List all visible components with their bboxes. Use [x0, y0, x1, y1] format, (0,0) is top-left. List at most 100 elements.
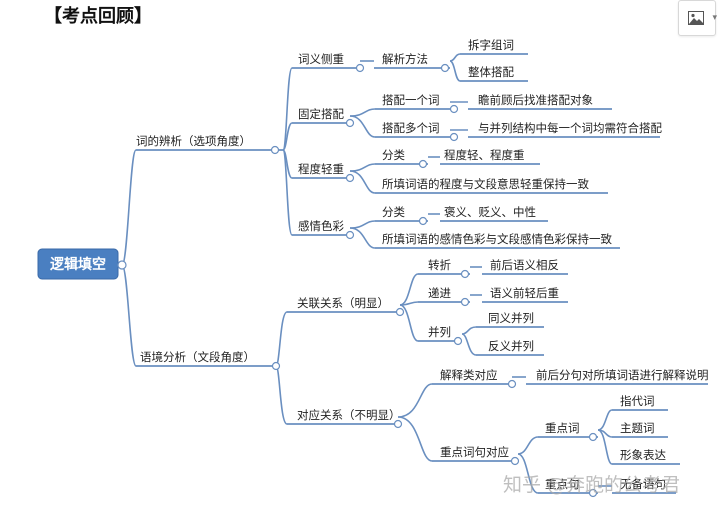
- node-label: 所填词语的程度与文段意思轻重保持一致: [382, 177, 589, 191]
- collapse-toggle[interactable]: [345, 118, 355, 128]
- node-b2-1-1-1[interactable]: 前后语义相反: [482, 258, 568, 275]
- collapse-toggle[interactable]: [355, 63, 365, 73]
- node-b2-2-2[interactable]: 重点词句对应: [432, 445, 520, 466]
- node-b2-2-2-1[interactable]: 重点词: [538, 421, 598, 442]
- node-label: 搭配一个词: [382, 93, 440, 107]
- node-label: 转折: [428, 258, 451, 272]
- node-b1-3-2[interactable]: 所填词语的程度与文段意思轻重保持一致: [375, 177, 608, 194]
- node-label: 分类: [382, 205, 405, 219]
- node-b1-3[interactable]: 程度轻重: [292, 162, 355, 183]
- collapse-toggle[interactable]: [117, 260, 127, 270]
- collapse-toggle[interactable]: [418, 216, 428, 226]
- node-b2-2-2-2[interactable]: 重点句: [538, 477, 598, 498]
- collapse-toggle[interactable]: [510, 456, 520, 466]
- collapse-toggle[interactable]: [393, 419, 403, 429]
- node-b1-4-1[interactable]: 分类: [375, 205, 428, 226]
- collapse-toggle[interactable]: [449, 132, 459, 142]
- node-b2-1-3-1[interactable]: 同义并列: [476, 311, 544, 328]
- node-label: 对应关系（不明显）: [297, 408, 401, 422]
- collapse-toggle[interactable]: [440, 63, 450, 73]
- page-title: 【考点回顾】: [44, 6, 152, 27]
- node-label: 主题词: [620, 421, 655, 435]
- node-label: 重点词句对应: [440, 445, 509, 459]
- node-b1-2-2[interactable]: 搭配多个词: [375, 121, 459, 142]
- collapse-toggle[interactable]: [588, 432, 598, 442]
- node-label: 前后语义相反: [490, 258, 559, 272]
- image-button[interactable]: ▾: [678, 0, 717, 36]
- node-b1-4-2[interactable]: 所填词语的感情色彩与文段感情色彩保持一致: [375, 232, 620, 249]
- node-label: 并列: [428, 325, 451, 339]
- node-label: 所填词语的感情色彩与文段感情色彩保持一致: [382, 232, 612, 246]
- collapse-toggle[interactable]: [460, 269, 470, 279]
- root-node[interactable]: 逻辑填空: [37, 248, 127, 280]
- node-label: 指代词: [620, 394, 655, 408]
- node-b1-1-1-1[interactable]: 拆字组词: [460, 38, 528, 55]
- node-label: 整体搭配: [468, 65, 514, 79]
- node-label: 拆字组词: [468, 38, 514, 52]
- node-b2-2-2-1-1[interactable]: 指代词: [612, 394, 668, 411]
- node-label: 无备语句: [620, 477, 666, 491]
- node-b2-1[interactable]: 关联关系（明显）: [287, 296, 405, 317]
- node-label: 前后分句对所填词语进行解释说明: [536, 368, 709, 382]
- node-label: 同义并列: [488, 311, 534, 325]
- chevron-down-icon[interactable]: ▾: [712, 13, 717, 23]
- node-b1-2-2-1[interactable]: 与并列结构中每一个词均需符合搭配: [468, 121, 662, 138]
- node-label: 重点句: [545, 477, 580, 491]
- node-b2-2-2-1-2[interactable]: 主题词: [612, 421, 668, 438]
- node-b1-3-1[interactable]: 分类: [375, 148, 428, 169]
- collapse-toggle[interactable]: [345, 173, 355, 183]
- node-label: 关联关系（明显）: [297, 296, 389, 310]
- node-label: 搭配多个词: [382, 121, 440, 135]
- node-b2[interactable]: 语境分析（文段角度）: [136, 350, 281, 371]
- collapse-toggle[interactable]: [270, 145, 280, 155]
- node-label: 瞻前顾后找准搭配对象: [478, 93, 593, 107]
- node-b1-2[interactable]: 固定搭配: [292, 107, 355, 128]
- node-b2-2-1[interactable]: 解释类对应: [432, 368, 517, 389]
- node-b1-1[interactable]: 词义侧重: [292, 52, 365, 73]
- node-label: 重点词: [545, 421, 580, 435]
- node-b2-1-3[interactable]: 并列: [418, 325, 463, 346]
- node-label: 解释类对应: [440, 368, 498, 382]
- collapse-toggle[interactable]: [395, 307, 405, 317]
- node-b1-2-1[interactable]: 搭配一个词: [375, 93, 459, 114]
- node-b1-1-1-2[interactable]: 整体搭配: [460, 65, 528, 82]
- node-b2-2[interactable]: 对应关系（不明显）: [287, 408, 403, 429]
- node-b1-1-1[interactable]: 解析方法: [374, 52, 450, 73]
- node-label: 反义并列: [488, 339, 534, 353]
- node-label: 褒义、贬义、中性: [444, 205, 536, 219]
- node-label: 程度轻、程度重: [444, 148, 525, 162]
- node-b2-2-1-1[interactable]: 前后分句对所填词语进行解释说明: [526, 368, 709, 385]
- node-b1-3-1-1[interactable]: 程度轻、程度重: [440, 148, 540, 165]
- node-label: 递进: [428, 286, 451, 300]
- collapse-toggle[interactable]: [588, 488, 598, 498]
- node-label: 语义前轻后重: [490, 286, 559, 300]
- node-label: 形象表达: [620, 448, 666, 462]
- node-label: 固定搭配: [298, 107, 344, 121]
- node-b1-4[interactable]: 感情色彩: [292, 219, 355, 240]
- root-label: 逻辑填空: [50, 256, 106, 273]
- collapse-toggle[interactable]: [418, 159, 428, 169]
- collapse-toggle[interactable]: [271, 361, 281, 371]
- node-label: 词的辨析（选项角度）: [136, 134, 251, 148]
- collapse-toggle[interactable]: [345, 230, 355, 240]
- node-b1-2-1-1[interactable]: 瞻前顾后找准搭配对象: [468, 93, 612, 110]
- node-b1[interactable]: 词的辨析（选项角度）: [136, 134, 283, 155]
- node-label: 语境分析（文段角度）: [140, 350, 255, 364]
- node-b2-2-2-2-1[interactable]: 无备语句: [612, 477, 676, 494]
- node-label: 词义侧重: [298, 52, 344, 66]
- node-b2-1-3-2[interactable]: 反义并列: [476, 339, 544, 356]
- node-b2-2-2-1-3[interactable]: 形象表达: [612, 448, 680, 465]
- image-icon: [688, 11, 704, 25]
- node-b2-1-2-1[interactable]: 语义前轻后重: [482, 286, 568, 303]
- collapse-toggle[interactable]: [453, 336, 463, 346]
- watermark: 知乎 @奔跑的公考君: [503, 474, 681, 496]
- collapse-toggle[interactable]: [460, 297, 470, 307]
- node-b2-1-2[interactable]: 递进: [418, 286, 470, 307]
- collapse-toggle[interactable]: [507, 379, 517, 389]
- node-label: 程度轻重: [298, 162, 344, 176]
- node-b1-4-1-1[interactable]: 褒义、贬义、中性: [440, 205, 548, 222]
- node-b2-1-1[interactable]: 转折: [418, 258, 470, 279]
- collapse-toggle[interactable]: [449, 104, 459, 114]
